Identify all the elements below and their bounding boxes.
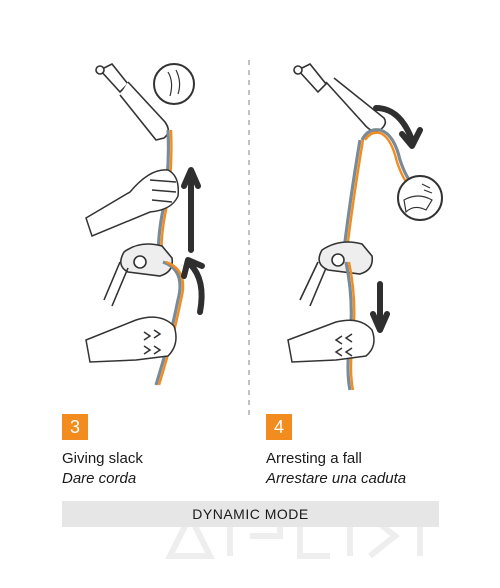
step-caption: Giving slack Dare corda xyxy=(62,449,143,489)
belay-device-icon xyxy=(299,241,374,307)
step-number-badge: 3 xyxy=(62,414,88,440)
arrow-up-icon xyxy=(181,167,201,253)
carabiner-icon xyxy=(293,62,387,132)
hand-icon xyxy=(85,169,180,238)
arrow-curved-icon xyxy=(181,257,205,315)
carabiner-icon xyxy=(95,62,170,141)
caption-english: Giving slack xyxy=(62,450,143,467)
hand-icon xyxy=(85,316,177,363)
caption-italian: Arrestare una caduta xyxy=(266,470,407,487)
arrow-down-icon xyxy=(370,281,390,333)
arrow-curved-icon xyxy=(373,105,423,149)
zoom-circle-icon xyxy=(397,175,443,221)
panel-arresting-fall xyxy=(287,62,443,391)
belay-illustration xyxy=(85,60,443,420)
panel-giving-slack xyxy=(85,62,205,386)
hand-icon xyxy=(287,319,375,363)
belay-device-icon xyxy=(103,243,174,307)
zoom-circle-icon xyxy=(153,63,195,105)
caption-english: Arresting a fall xyxy=(266,450,362,467)
step-caption: Arresting a fall Arrestare una caduta xyxy=(266,449,406,489)
caption-italian: Dare corda xyxy=(62,470,137,487)
mode-label-bar: DYNAMIC MODE xyxy=(62,501,439,527)
step-number-badge: 4 xyxy=(266,414,292,440)
